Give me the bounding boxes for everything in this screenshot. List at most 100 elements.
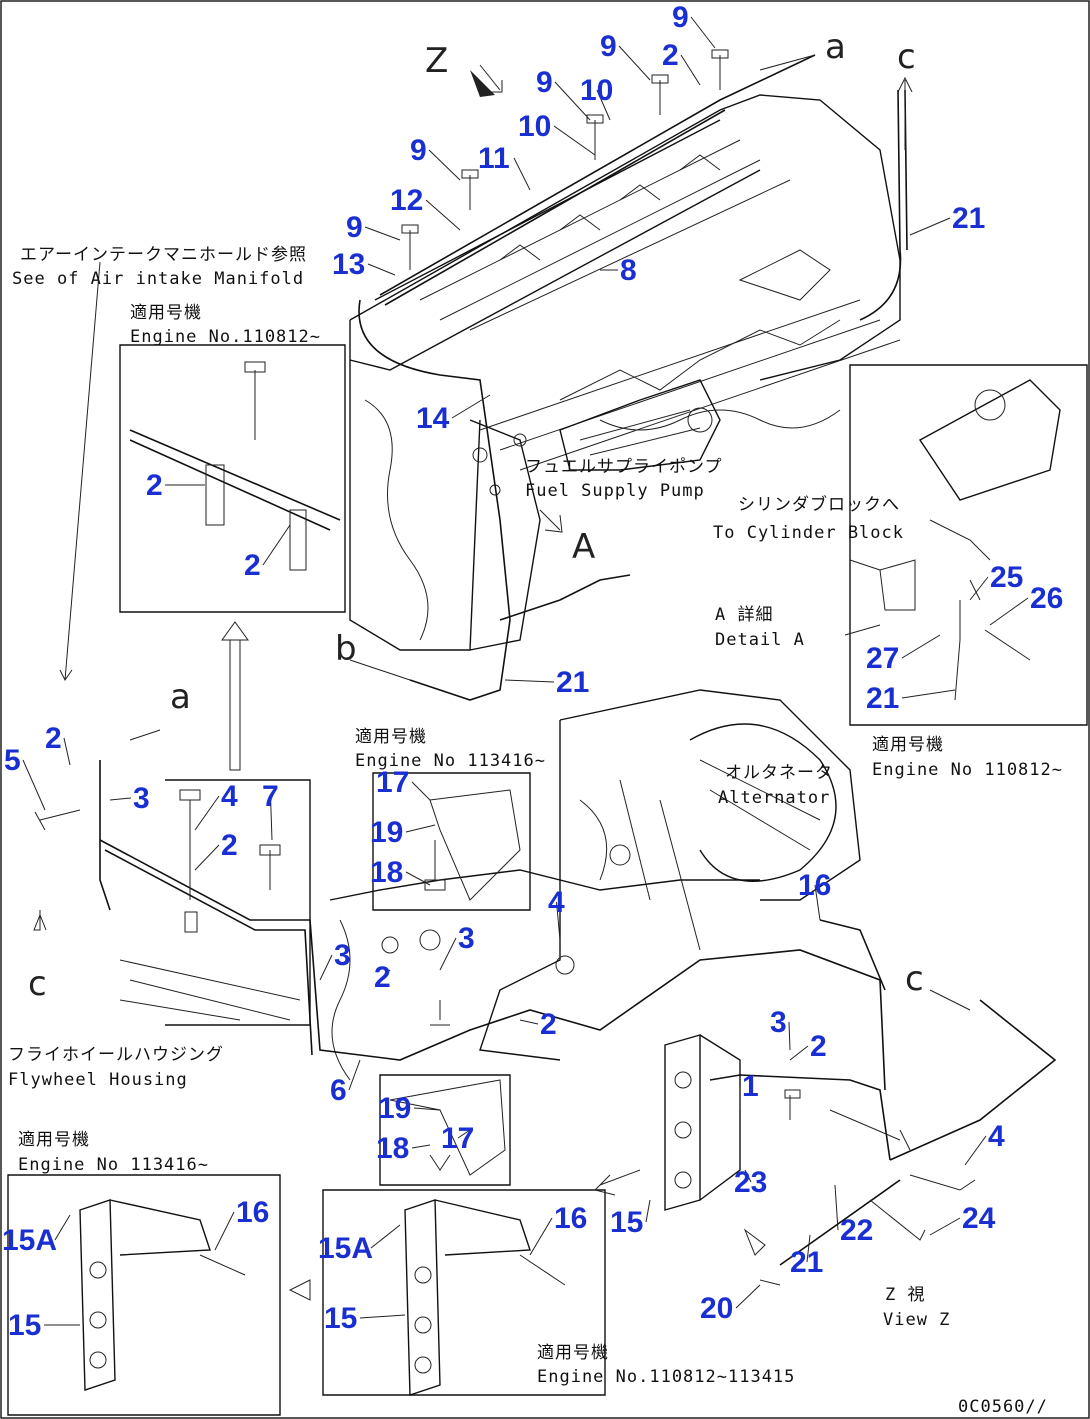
callout-leader-line (929, 1217, 961, 1236)
callout-leader-line (834, 1184, 839, 1231)
part-callout-3: 3 (458, 922, 475, 955)
part-callout-17: 17 (376, 766, 409, 799)
part-callout-21: 21 (866, 682, 899, 715)
callout-leader-line (969, 576, 989, 601)
callout-leader-line (901, 634, 941, 659)
part-callout-5: 5 (4, 744, 21, 777)
note-alternator-en: Alternator (718, 788, 830, 808)
part-callout-26: 26 (1030, 582, 1063, 615)
callout-leader-line (382, 969, 391, 978)
part-callout-19: 19 (370, 816, 403, 849)
note-eng1-en: Engine No.110812~ (130, 327, 321, 347)
callout-leader-line (680, 54, 701, 86)
part-callout-10: 10 (580, 74, 613, 107)
part-callout-25: 25 (990, 561, 1023, 594)
callout-leader-line (411, 781, 431, 801)
view-letter-z: Z (425, 41, 448, 81)
callout-leader-line (428, 149, 461, 181)
part-callout-15a: 15A (2, 1224, 57, 1257)
note-view-en: View Z (883, 1310, 950, 1330)
callout-leader-line (370, 1224, 401, 1249)
part-callout-3: 3 (133, 782, 150, 815)
callout-leader-line (425, 199, 461, 231)
note-cyl-block-en: To Cylinder Block (713, 523, 904, 543)
arrow-label-c-top: c (897, 37, 916, 77)
cylinder-head-line-art (349, 94, 901, 651)
callout-leader-line (553, 125, 596, 156)
part-callout-18: 18 (376, 1132, 409, 1165)
callout-leader-line (367, 263, 396, 276)
part-callout-6: 6 (330, 1074, 347, 1107)
notes: エアーインテークマニホールド参照 See of Air intake Manif… (8, 245, 1063, 1417)
oil-tube-runs (99, 54, 1057, 1266)
part-callout-4: 4 (548, 886, 565, 919)
bolts-and-clips (34, 49, 976, 1286)
engine-block-lower-line-art (329, 689, 861, 1081)
callout-leader-line (744, 1169, 752, 1183)
note-eng5-en: Engine No.110812~113415 (537, 1367, 795, 1387)
note-eng5-jp: 適用号機 (537, 1343, 609, 1363)
bracket-plates (79, 1034, 741, 1396)
arrow-label-b: b (335, 629, 357, 669)
inset-boxes (7, 344, 1088, 1416)
callout-leader-line (54, 1214, 71, 1241)
drawing-code: 0C0560// (958, 1397, 1048, 1417)
callout-leader-line (596, 89, 611, 121)
callout-leader-line (22, 759, 46, 811)
note-fuel-pump-jp: フュエルサプライポンプ (525, 457, 723, 477)
part-callout-20: 20 (700, 1292, 733, 1325)
part-callout-2: 2 (374, 961, 391, 994)
callout-leader-line (63, 737, 71, 766)
note-air-intake-jp: エアーインテークマニホールド参照 (20, 245, 307, 265)
part-callout-12: 12 (390, 184, 423, 217)
note-eng3-en: Engine No 110812~ (872, 760, 1063, 780)
part-callout-9: 9 (346, 211, 363, 244)
leader-arrows (33, 54, 971, 1301)
arrow-label-a-left: a (170, 677, 191, 717)
callout-leader-line (109, 797, 132, 801)
part-callout-2: 2 (810, 1030, 827, 1063)
callout-leader-line (439, 937, 457, 971)
part-callout-16: 16 (554, 1202, 587, 1235)
part-callout-4: 4 (221, 780, 238, 813)
callout-leader-line (504, 679, 555, 683)
part-callout-8: 8 (620, 254, 637, 287)
callout-leader-line (989, 597, 1029, 626)
part-callout-10: 10 (518, 110, 551, 143)
part-callout-22: 22 (840, 1214, 873, 1247)
callout-leader-line (214, 1211, 235, 1251)
callout-leader-line (359, 1314, 406, 1319)
callout-leader-line (405, 871, 431, 886)
part-callout-27: 27 (866, 642, 899, 675)
callout-leader-line (411, 1144, 431, 1149)
note-flywheel-jp: フライホイールハウジング (8, 1045, 224, 1065)
callout-leader-line (789, 1045, 809, 1061)
part-callout-4: 4 (988, 1120, 1005, 1153)
part-callout-13: 13 (332, 248, 365, 281)
callout-leader-line (901, 689, 956, 699)
part-callout-2: 2 (244, 549, 261, 582)
part-callout-15: 15 (8, 1309, 41, 1342)
callout-leader-line (690, 16, 716, 49)
part-callout-21: 21 (790, 1246, 823, 1279)
part-callout-15a: 15A (318, 1232, 373, 1265)
part-callout-16: 16 (236, 1196, 269, 1229)
arrow-label-a-top: a (825, 27, 846, 67)
note-eng1-jp: 適用号機 (130, 303, 202, 323)
note-detail-en: Detail A (715, 630, 805, 650)
part-callout-2: 2 (221, 829, 238, 862)
callout-leader-line (270, 795, 273, 841)
callout-leader-line (413, 1107, 441, 1111)
part-callout-16: 16 (798, 869, 831, 902)
note-cyl-block-jp: シリンダブロックへ (738, 494, 900, 515)
part-callout-15: 15 (610, 1206, 643, 1239)
callout-leader-line (364, 226, 401, 241)
callout-leader-line (554, 81, 591, 121)
callout-leader-line (814, 884, 821, 921)
note-eng2-en: Engine No 113416~ (355, 751, 546, 771)
part-callout-17: 17 (441, 1122, 474, 1155)
arrow-label-c-left: c (28, 964, 47, 1004)
view-arrow-icon (470, 70, 495, 97)
